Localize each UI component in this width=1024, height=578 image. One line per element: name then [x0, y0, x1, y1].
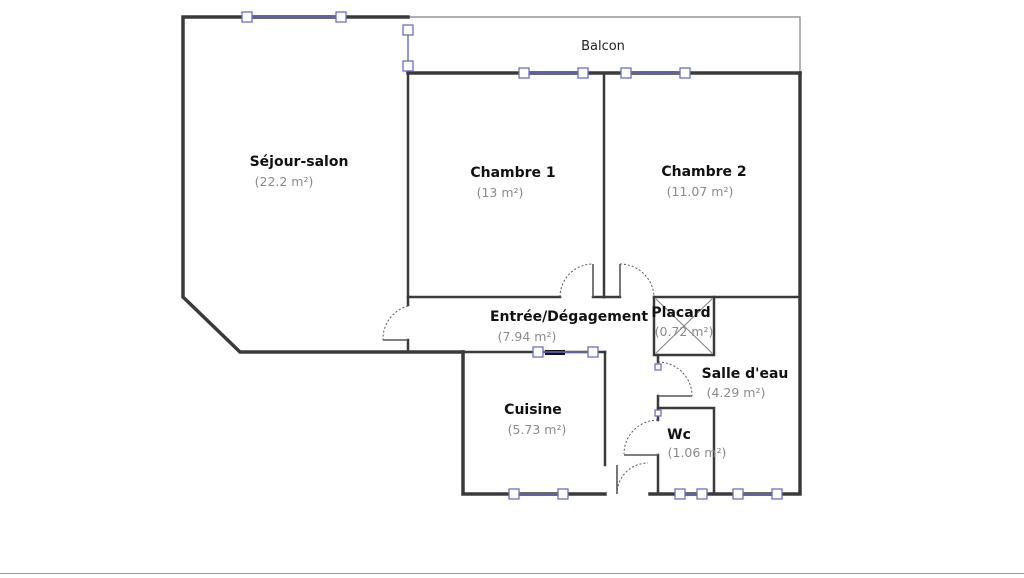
room-name-chambre2: Chambre 2 — [661, 164, 746, 180]
window-entry-kitchen — [532, 346, 599, 358]
room-area-cuisine: (5.73 m²) — [508, 422, 567, 437]
windows — [241, 11, 783, 500]
window-living-top — [241, 11, 347, 23]
bedroom2-door — [619, 263, 655, 298]
room-area-chambre1: (13 m²) — [477, 185, 524, 200]
room-name-placard: Placard — [651, 305, 710, 321]
doors — [382, 263, 693, 495]
room-name-entree: Entrée/Dégagement — [490, 309, 648, 325]
closet-walls — [652, 295, 716, 357]
room-name-sejour: Séjour-salon — [250, 154, 349, 170]
door-hinges — [654, 363, 662, 417]
room-name-salle-eau: Salle d'eau — [702, 366, 789, 382]
room-name-cuisine: Cuisine — [504, 402, 562, 418]
room-name-wc: Wc — [667, 427, 691, 443]
window-kitchen — [508, 488, 569, 500]
room-area-wc: (1.06 m²) — [668, 445, 727, 460]
footer-divider — [0, 573, 1024, 574]
room-area-chambre2: (11.07 m²) — [667, 184, 734, 199]
right-wall — [770, 71, 802, 496]
room-labels: Séjour-salon (22.2 m²) Chambre 1 (13 m²)… — [250, 154, 789, 460]
bedroom1-door — [559, 263, 594, 298]
closet-diagonal-b — [655, 298, 713, 354]
window-wc — [674, 488, 708, 500]
room-area-entree: (7.94 m²) — [498, 329, 557, 344]
living-room-door — [382, 305, 409, 341]
room-area-sejour: (22.2 m²) — [255, 174, 314, 189]
window-bedroom2 — [620, 67, 691, 79]
balcony: Balcon — [408, 16, 801, 73]
room-name-chambre1: Chambre 1 — [470, 165, 555, 181]
window-bedroom1 — [518, 67, 589, 79]
bathroom-door — [657, 361, 693, 397]
bathroom-door-hinge — [654, 363, 662, 371]
room-area-salle-eau: (4.29 m²) — [707, 385, 766, 400]
closet-cross — [655, 298, 713, 354]
wc-door-hinge — [654, 409, 662, 417]
living-room-walls — [181, 15, 465, 354]
wc-door — [623, 419, 659, 456]
balcony-label: Balcon — [581, 39, 625, 54]
balcony-outline — [408, 16, 801, 73]
room-area-placard: (0.72 m²) — [655, 324, 714, 339]
entrance-door — [616, 462, 649, 495]
wc-walls — [656, 406, 716, 496]
walls — [181, 15, 802, 496]
window-bathroom — [732, 488, 783, 500]
window-living-balcony — [402, 24, 414, 72]
